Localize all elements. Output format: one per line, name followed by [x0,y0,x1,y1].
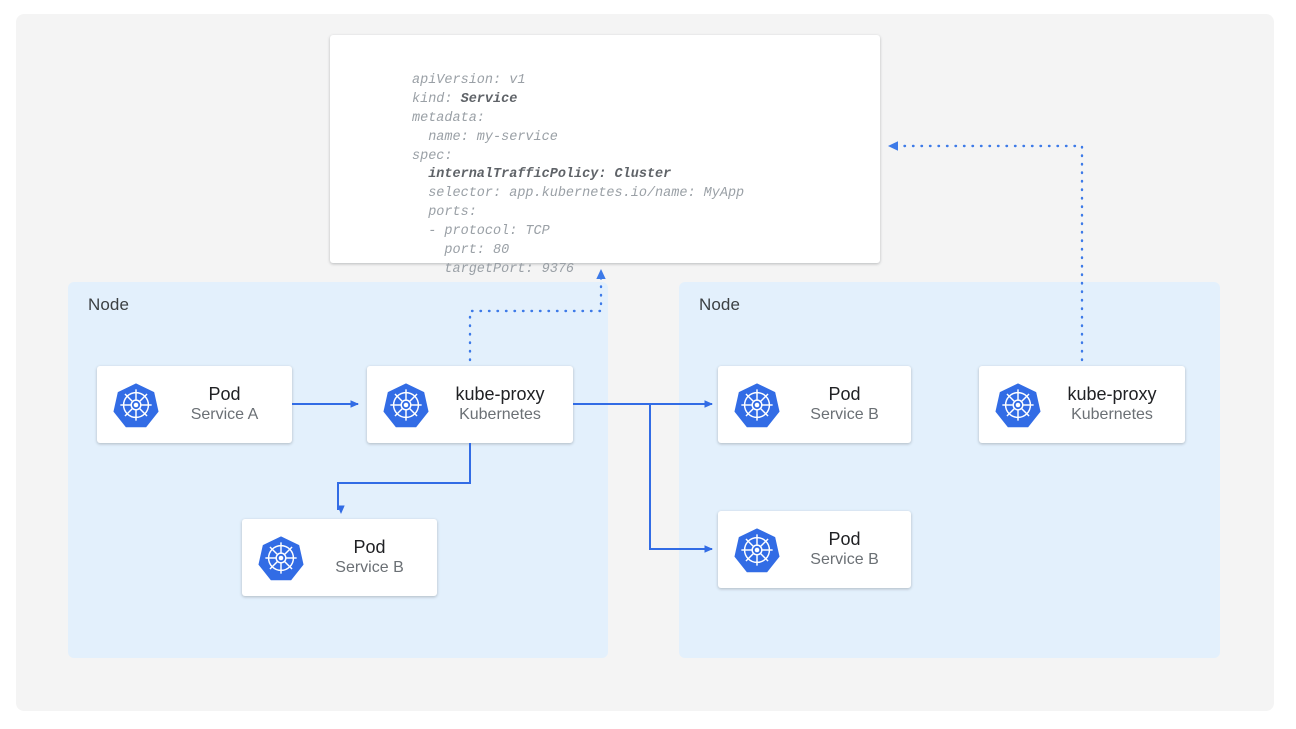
card-pod-service-b-right-top[interactable]: Pod Service B [718,366,911,443]
kubernetes-logo-icon [734,382,780,428]
yaml-line-name: name: my-service [412,129,558,145]
node-label-right: Node [699,295,741,314]
yaml-line-targetport: targetPort: 9376 [412,261,575,277]
card-title: Pod [828,383,861,404]
card-kube-proxy-right[interactable]: kube-proxy Kubernetes [979,366,1185,443]
card-subtitle: Service B [810,406,879,424]
service-manifest-code: apiVersion: v1 kind: Service metadata: n… [412,53,744,299]
kubernetes-logo-icon [258,535,304,581]
card-title: kube-proxy [1067,383,1157,404]
card-subtitle: Kubernetes [1071,406,1153,424]
node-box-right: Node [679,282,1220,658]
card-title: kube-proxy [455,383,545,404]
diagram-canvas: Node Node apiVersion: v1 kind: Service m… [16,14,1274,711]
card-pod-service-a[interactable]: Pod Service A [97,366,292,443]
card-text-group: kube-proxy Kubernetes [435,383,573,426]
card-pod-service-b-right-bottom[interactable]: Pod Service B [718,511,911,588]
card-title: Pod [828,528,861,549]
service-manifest-card: apiVersion: v1 kind: Service metadata: n… [330,35,880,277]
card-text-group: Pod Service B [786,383,911,426]
card-subtitle: Service A [190,406,259,424]
card-text-group: Pod Service A [165,383,292,426]
kubernetes-logo-icon [734,527,780,573]
node-label-left: Node [88,295,130,314]
card-text-group: Pod Service B [786,528,911,571]
card-text-group: kube-proxy Kubernetes [1047,383,1185,426]
card-text-group: Pod Service B [310,536,437,579]
yaml-line-metadata: metadata: [412,110,485,126]
yaml-line-apiversion: apiVersion: v1 [412,72,526,88]
kubernetes-logo-icon [383,382,429,428]
yaml-line-internal-traffic-policy: internalTrafficPolicy: Cluster [412,167,672,183]
card-title: Pod [353,536,386,557]
kubernetes-logo-icon [995,382,1041,428]
yaml-line-kind-value: Service [460,91,518,107]
node-box-left: Node [68,282,608,658]
yaml-line-selector: selector: app.kubernetes.io/name: MyApp [412,186,745,202]
yaml-line-kind-prefix: kind: [412,91,461,107]
card-title: Pod [208,383,241,404]
card-pod-service-b-left[interactable]: Pod Service B [242,519,437,596]
yaml-line-protocol: - protocol: TCP [412,224,550,240]
card-subtitle: Service B [810,551,879,569]
yaml-line-ports: ports: [412,205,477,221]
yaml-line-port: port: 80 [412,243,510,259]
card-kube-proxy-left[interactable]: kube-proxy Kubernetes [367,366,573,443]
card-subtitle: Service B [335,559,404,577]
card-subtitle: Kubernetes [459,406,541,424]
kubernetes-logo-icon [113,382,159,428]
yaml-line-spec: spec: [412,148,453,164]
